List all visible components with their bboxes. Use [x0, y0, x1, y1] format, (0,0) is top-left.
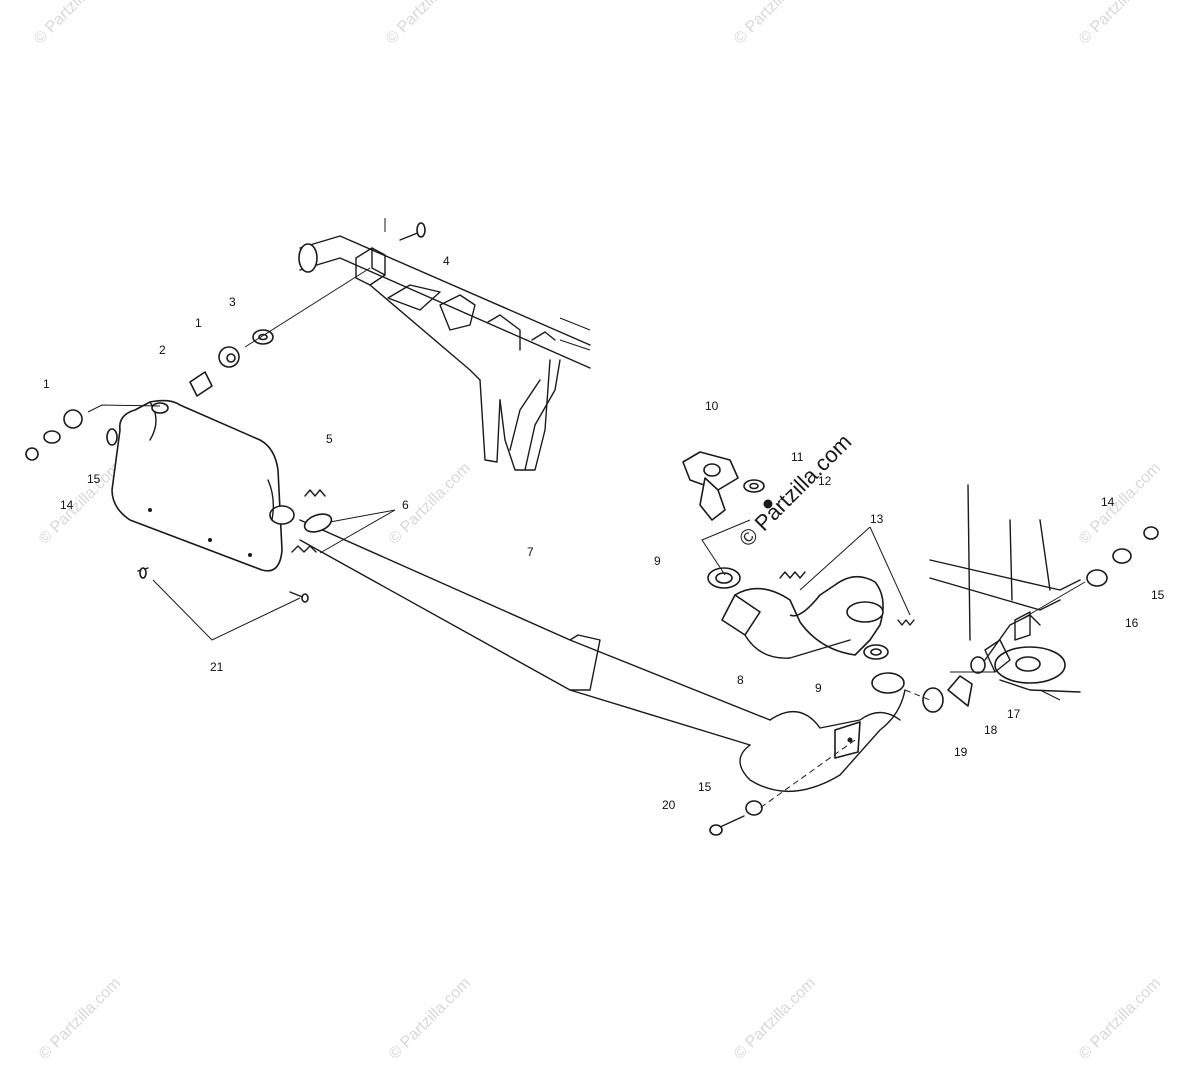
callout-11: 11 [791, 450, 804, 464]
callout-4: 4 [443, 254, 450, 268]
rear-frame-drawing [298, 218, 591, 471]
callout-7: 7 [527, 545, 534, 559]
watermark-text: © Partzilla.com [36, 460, 124, 548]
callout-19: 19 [954, 745, 968, 759]
callout-3: 3 [229, 295, 236, 309]
callout-21: 21 [210, 660, 224, 674]
callout-6: 6 [402, 498, 409, 512]
callout-2: 2 [159, 343, 166, 357]
callout-20: 20 [662, 798, 676, 812]
callout-8: 8 [737, 673, 744, 687]
watermark-text: © Partzilla.com [386, 460, 474, 548]
watermark-text: © Partzilla.com [731, 975, 819, 1063]
muffler-drawing [106, 399, 295, 572]
callout-labels: 1 1 2 3 4 5 6 7 8 9 9 10 11 12 13 14 14 … [43, 254, 1165, 812]
callout-12: 12 [818, 474, 832, 488]
watermark-text: © Partzilla.com [31, 0, 119, 48]
callout-15: 15 [698, 780, 712, 794]
front-frame-drawing [929, 484, 1081, 693]
exhaust-pipe-drawing [299, 513, 906, 793]
callout-17: 17 [1007, 707, 1021, 721]
watermark-text: © Partzilla.com [383, 0, 471, 48]
callout-14: 14 [1101, 495, 1115, 509]
hardware-drawing [25, 222, 1159, 836]
callout-9: 9 [654, 554, 661, 568]
watermark-text: © Partzilla.com [386, 975, 474, 1063]
callout-15: 15 [1151, 588, 1165, 602]
watermark-text: © Partzilla.com [36, 975, 124, 1063]
leader-lines [87, 267, 1086, 809]
callout-14: 14 [60, 498, 74, 512]
y-pipe-drawing [291, 451, 915, 660]
callout-16: 16 [1125, 616, 1139, 630]
callout-1: 1 [195, 316, 202, 330]
callout-1: 1 [43, 377, 50, 391]
callout-10: 10 [705, 399, 719, 413]
callout-18: 18 [984, 723, 998, 737]
callout-9: 9 [815, 681, 822, 695]
callout-13: 13 [870, 512, 884, 526]
callout-15: 15 [87, 472, 101, 486]
callout-5: 5 [326, 432, 333, 446]
watermark-text: © Partzilla.com [1076, 975, 1164, 1063]
watermark-text: © Partzilla.com [1076, 0, 1164, 48]
watermark-text: © Partzilla.com [731, 0, 819, 48]
